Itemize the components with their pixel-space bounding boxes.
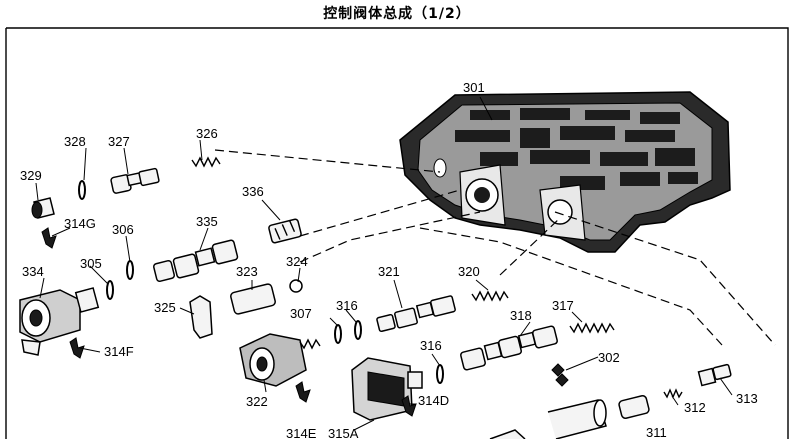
spring-317 bbox=[569, 322, 615, 334]
callout-305: 305 bbox=[80, 256, 102, 271]
clip-314F bbox=[69, 337, 85, 359]
callout-314F: 314F bbox=[104, 344, 134, 359]
spring-312 bbox=[663, 388, 683, 399]
callout-306: 306 bbox=[112, 222, 134, 237]
callout-334: 334 bbox=[22, 264, 44, 279]
o-ring-316a bbox=[354, 320, 362, 340]
valve-327 bbox=[110, 167, 160, 194]
sleeve-323 bbox=[230, 283, 276, 315]
callout-321: 321 bbox=[378, 264, 400, 279]
plug-329 bbox=[31, 197, 55, 219]
callout-314E: 314E bbox=[286, 426, 317, 439]
alignment-line-326 bbox=[214, 149, 441, 173]
valve-321 bbox=[376, 295, 456, 333]
callout-302: 302 bbox=[598, 350, 620, 365]
spring-326 bbox=[191, 156, 221, 168]
callout-323: 323 bbox=[236, 264, 258, 279]
callout-335: 335 bbox=[196, 214, 218, 229]
callout-318: 318 bbox=[510, 308, 532, 323]
alignment-line-313 bbox=[554, 211, 776, 346]
callout-324: 324 bbox=[286, 254, 308, 269]
callout-317: 317 bbox=[552, 298, 574, 313]
ball-324 bbox=[289, 279, 303, 293]
valve-311 bbox=[618, 394, 650, 420]
leader-lines bbox=[35, 96, 733, 431]
callout-328: 328 bbox=[64, 134, 86, 149]
callout-307: 307 bbox=[290, 306, 312, 321]
solenoid-315A bbox=[351, 357, 423, 421]
solenoid-334 bbox=[19, 287, 100, 356]
diagram-frame bbox=[5, 27, 789, 439]
alignment-line-324 bbox=[299, 211, 481, 263]
callout-327: 327 bbox=[108, 134, 130, 149]
alignment-line-317 bbox=[419, 227, 723, 346]
callout-314G: 314G bbox=[64, 216, 96, 231]
callout-329: 329 bbox=[20, 168, 42, 183]
clip-314E bbox=[295, 381, 311, 403]
callout-314D: 314D bbox=[418, 393, 449, 408]
valve-318 bbox=[460, 325, 558, 371]
plate-325 bbox=[189, 295, 213, 339]
valve-partial bbox=[489, 429, 526, 439]
callout-315A: 315A bbox=[328, 426, 359, 439]
clip-314G bbox=[41, 227, 57, 249]
plug-313 bbox=[697, 363, 732, 387]
callout-301: 301 bbox=[463, 80, 485, 95]
callout-313: 313 bbox=[736, 391, 758, 406]
valve-body-301 bbox=[399, 91, 731, 253]
diagram-title: 控制阀体总成（1/2） bbox=[323, 6, 471, 22]
callout-336: 336 bbox=[242, 184, 264, 199]
callout-322: 322 bbox=[246, 394, 268, 409]
callout-316b: 316 bbox=[420, 338, 442, 353]
o-ring-306 bbox=[126, 260, 134, 280]
callout-325: 325 bbox=[154, 300, 176, 315]
callout-326: 326 bbox=[196, 126, 218, 141]
callout-312: 312 bbox=[684, 400, 706, 415]
retainer-302 bbox=[551, 363, 569, 387]
o-ring-305 bbox=[106, 280, 114, 300]
valve-335 bbox=[152, 239, 239, 283]
callout-316a: 316 bbox=[336, 298, 358, 313]
o-ring-307 bbox=[334, 324, 342, 344]
o-ring-328 bbox=[78, 180, 86, 200]
callout-311: 311 bbox=[646, 425, 667, 439]
spring-320 bbox=[471, 290, 509, 302]
alignment-line-336 bbox=[299, 189, 461, 237]
solenoid-322 bbox=[239, 333, 321, 387]
o-ring-316b bbox=[436, 364, 444, 384]
clip-314D bbox=[401, 395, 417, 417]
callout-320: 320 bbox=[458, 264, 480, 279]
